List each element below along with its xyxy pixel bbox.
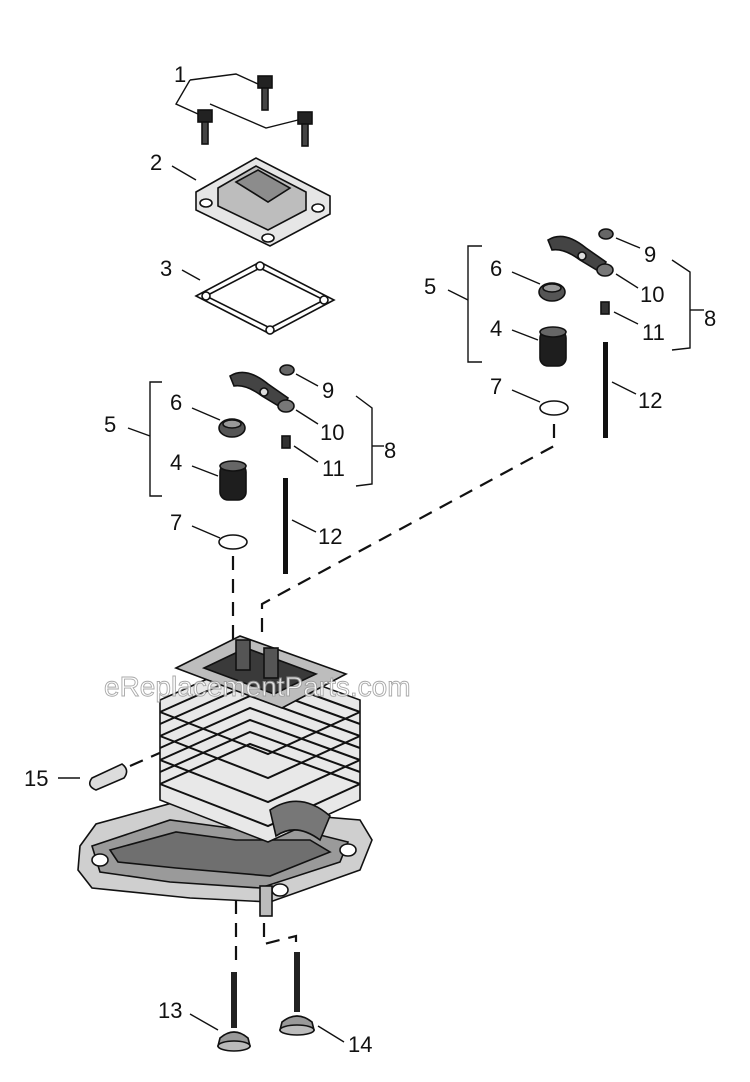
part-7-seat-right: [539, 400, 569, 416]
bracket-5-right: [467, 245, 482, 363]
leader-12-right: [611, 381, 637, 395]
leader-6-left: [191, 407, 221, 421]
part-3-gasket: [194, 261, 336, 335]
leader-13: [189, 1013, 219, 1031]
part-10-pivot-right: [596, 263, 614, 277]
leader-1c: [209, 103, 299, 129]
callout-9-left: 9: [322, 378, 334, 403]
part-2-valve-cover: [195, 157, 331, 247]
callout-12-left: 12: [318, 524, 342, 549]
leader-14: [317, 1025, 345, 1043]
bolt-1c: [297, 111, 313, 147]
callout-9-right: 9: [644, 242, 656, 267]
part-4-spring-left: [219, 460, 247, 501]
part-9-nut-right: [598, 228, 614, 240]
leader-9-right: [615, 237, 641, 249]
bracket-8-right: [671, 259, 691, 351]
part-12-pushrod-right: [603, 342, 608, 438]
leader-11-right: [613, 311, 639, 325]
watermark-text: eReplacementParts.com: [104, 671, 411, 702]
assembly-line-right-valve: [260, 424, 556, 640]
callout-10-right: 10: [640, 282, 664, 307]
part-15-dowel-pin: [88, 763, 128, 791]
callout-6-left: 6: [170, 390, 182, 415]
callout-3: 3: [160, 256, 172, 281]
cylinder-block: [77, 635, 373, 917]
part-9-nut-left: [279, 364, 295, 376]
part-13-valve: [216, 972, 252, 1052]
callout-14: 14: [348, 1032, 372, 1057]
callout-11-right: 11: [642, 320, 665, 345]
leader-9-left: [295, 373, 319, 387]
part-6-retainer-left: [218, 418, 246, 438]
callout-1: 1: [174, 62, 186, 87]
callout-13: 13: [158, 998, 182, 1023]
assembly-line-dowel: [129, 742, 181, 768]
leader-2: [171, 165, 197, 181]
leader-10-right: [615, 273, 639, 289]
part-11-adjuster-right: [600, 301, 610, 315]
leader-12-left: [291, 519, 317, 533]
leader-7-left: [191, 525, 221, 539]
leader-4-left: [191, 465, 219, 477]
callout-7-right: 7: [490, 374, 502, 399]
part-12-pushrod-left: [283, 478, 288, 574]
part-10-pivot-left: [277, 399, 295, 413]
callout-4-left: 4: [170, 450, 182, 475]
leader-10-left: [295, 409, 319, 425]
bolt-1b: [197, 109, 213, 145]
callout-15: 15: [24, 766, 48, 791]
part-4-spring-right: [539, 326, 567, 367]
leader-1: [189, 73, 259, 85]
callout-6-right: 6: [490, 256, 502, 281]
callout-12-right: 12: [638, 388, 662, 413]
callout-2: 2: [150, 150, 162, 175]
leader-1b: [175, 79, 199, 115]
leader-6-right: [511, 271, 541, 285]
part-7-seat-left: [218, 534, 248, 550]
leader-5-left: [127, 427, 151, 437]
part-11-adjuster-left: [281, 435, 291, 449]
bracket-5-left: [149, 381, 162, 497]
callout-4-right: 4: [490, 316, 502, 341]
bracket-8-left: [355, 395, 373, 487]
callout-11-left: 11: [322, 456, 345, 481]
leader-7-right: [511, 389, 541, 403]
part-14-valve: [278, 952, 316, 1036]
leader-4-right: [511, 329, 539, 341]
callout-5-left: 5: [104, 412, 116, 437]
bolt-1a: [257, 75, 273, 111]
part-6-retainer-right: [538, 282, 566, 302]
leader-3: [181, 269, 201, 281]
leader-5-right: [447, 289, 469, 301]
callout-8-right: 8: [704, 306, 716, 331]
part-1-bolts: [197, 75, 313, 147]
leader-11-left: [293, 445, 319, 463]
callout-5-right: 5: [424, 274, 436, 299]
callout-7-left: 7: [170, 510, 182, 535]
callout-8-left: 8: [384, 438, 396, 463]
callout-10-left: 10: [320, 420, 344, 445]
